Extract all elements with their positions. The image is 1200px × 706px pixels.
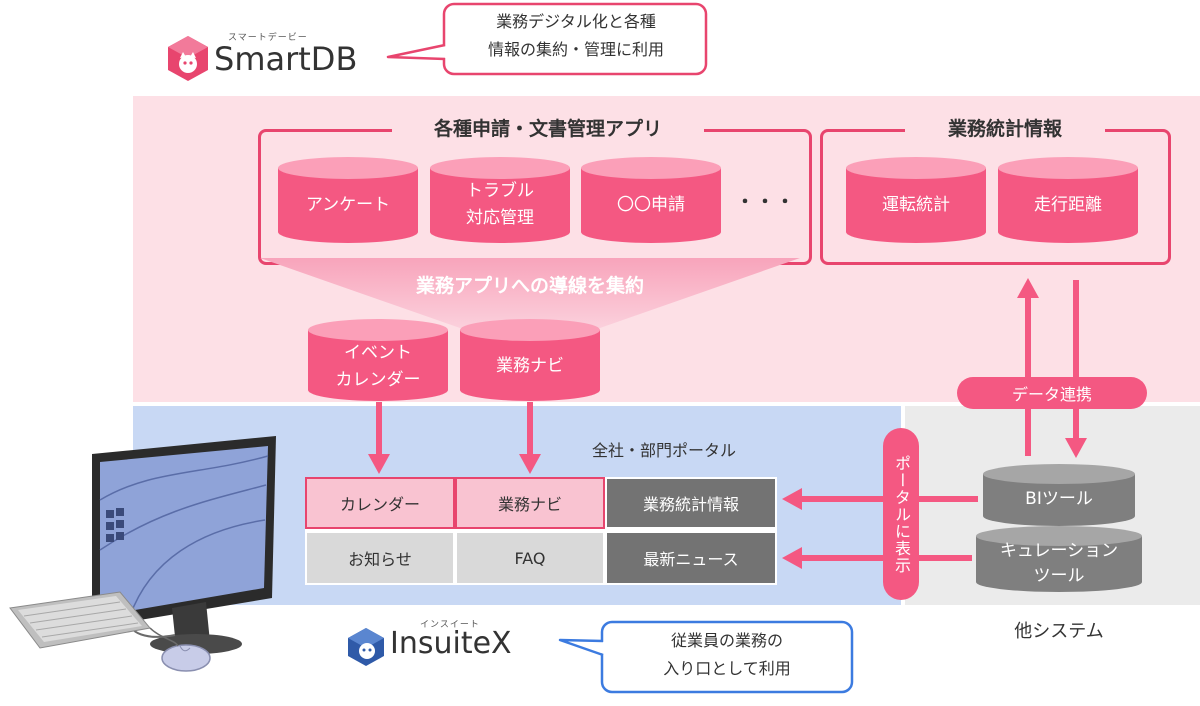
smartdb-ruby: スマートデービー — [228, 33, 308, 43]
portal-title: 全社・部門ポータル — [592, 441, 737, 460]
insuitex-bubble — [558, 620, 854, 694]
funnel-shape — [260, 258, 800, 328]
smartdb-bubble-text: 業務デジタル化と各種 情報の集約・管理に利用 — [446, 8, 706, 64]
smartdb-bubble — [386, 2, 708, 76]
smartdb-name: SmartDB — [214, 40, 358, 78]
other-systems-zone — [905, 406, 1200, 605]
smartdb-logo: スマートデービー SmartDB — [166, 32, 366, 84]
smartdb-logo-icon — [168, 36, 208, 81]
insuitex-bubble-text: 従業員の業務の 入り口として利用 — [602, 627, 852, 683]
portal-cell-business-stats[interactable]: 業務統計情報 — [607, 479, 775, 527]
portal-grid: カレンダー 業務ナビ 業務統計情報 お知らせ FAQ 最新ニュース — [305, 477, 777, 585]
apps-ellipsis: ・・・ — [736, 192, 796, 213]
insuitex-logo: インスイート InsuiteX — [346, 620, 556, 670]
portal-cell-calendar[interactable]: カレンダー — [305, 477, 455, 529]
desktop-computer-icon — [9, 436, 276, 672]
smartdb-bubble-line1: 業務デジタル化と各種 — [496, 12, 656, 31]
funnel-label: 業務アプリへの導線を集約 — [415, 275, 644, 297]
data-link-pill: データ連携 — [957, 377, 1147, 409]
insuitex-bubble-line1: 従業員の業務の — [670, 631, 783, 650]
insuitex-logo-icon — [348, 628, 384, 666]
other-systems-label: 他システム — [1014, 621, 1104, 642]
insuitex-bubble-line2: 入り口として利用 — [663, 659, 791, 678]
insuitex-name: InsuiteX — [390, 626, 512, 661]
portal-cell-notices[interactable]: お知らせ — [307, 533, 453, 583]
portal-display-pill: ポータルに表示 — [883, 428, 919, 600]
apps-group-title: 各種申請・文書管理アプリ — [392, 114, 704, 141]
portal-cell-business-navi[interactable]: 業務ナビ — [455, 477, 605, 529]
portal-cell-latest-news[interactable]: 最新ニュース — [607, 533, 775, 583]
portal-cell-faq[interactable]: FAQ — [457, 533, 603, 583]
insuitex-ruby: インスイート — [420, 620, 480, 630]
stats-group-box — [820, 129, 1171, 265]
stats-group-title: 業務統計情報 — [905, 114, 1105, 141]
smartdb-bubble-line2: 情報の集約・管理に利用 — [487, 40, 664, 59]
